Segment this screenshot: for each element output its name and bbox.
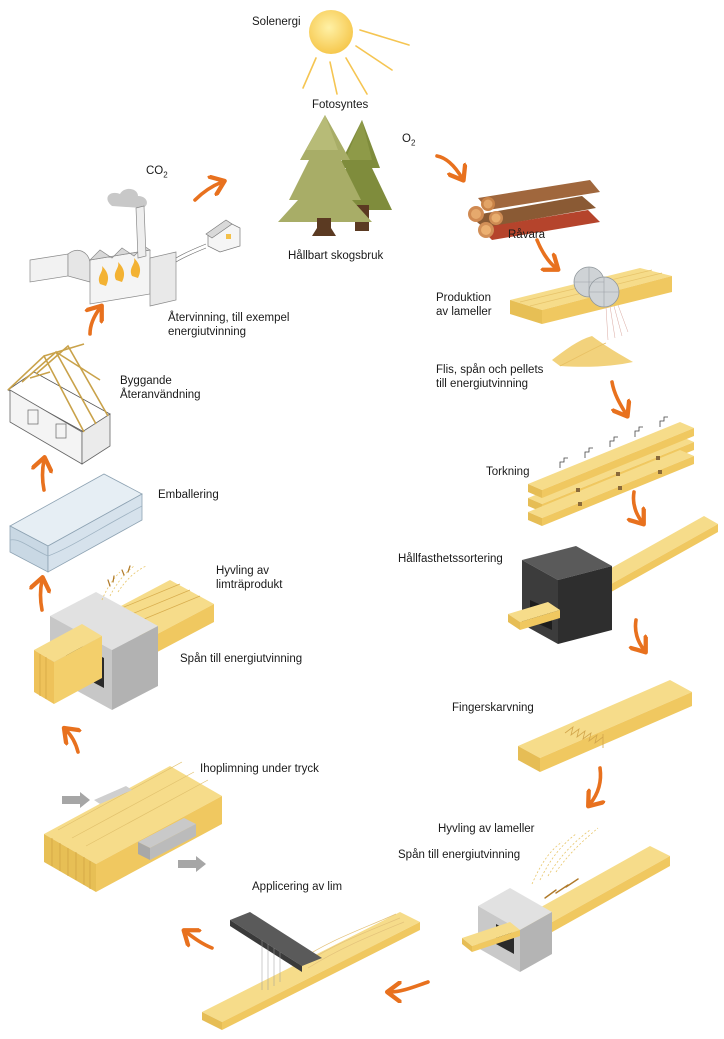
lamella-production-line-2: av lameller — [436, 306, 492, 318]
chips-line-1: Flis, spån och pellets — [436, 364, 544, 376]
arrow-press — [66, 730, 78, 754]
glue-applicator-icon — [202, 912, 420, 1030]
building-line-2: Återanvändning — [120, 389, 201, 401]
saw-icon — [510, 266, 672, 341]
power-plant-icon — [29, 188, 207, 307]
sustainable-forestry-label: Hållbart skogsbruk — [288, 250, 384, 262]
drying-label: Torkning — [486, 466, 530, 478]
arrow-chips — [610, 380, 626, 414]
building-frame-icon — [7, 343, 111, 465]
solar-energy-label: Solenergi — [252, 16, 301, 28]
glue-press-icon — [44, 761, 222, 892]
tree-icon — [278, 115, 392, 236]
glulam-planing-line-1: Hyvling av — [216, 565, 270, 577]
sun-icon — [302, 10, 410, 95]
building-line-1: Byggande — [120, 375, 172, 387]
wrapped-package-icon — [9, 473, 143, 573]
building-label: Byggande Återanvändning — [120, 374, 201, 402]
process-arrows — [41, 154, 645, 992]
arrow-drying — [633, 490, 642, 522]
arrow-planer — [390, 980, 430, 992]
recycling-line-2: energiutvinning — [168, 326, 247, 338]
o2-subscript: 2 — [410, 138, 416, 148]
raw-material-label: Råvara — [508, 229, 546, 241]
pressure-gluing-label: Ihoplimning under tryck — [200, 763, 319, 775]
glue-application-label: Applicering av lim — [252, 881, 343, 893]
arrow-finger — [590, 766, 601, 804]
planer-icon — [462, 827, 670, 972]
photosynthesis-label: Fotosyntes — [312, 99, 369, 111]
lamella-planing-label: Hyvling av lameller — [438, 823, 535, 835]
strength-grading-label: Hållfasthetssortering — [398, 553, 503, 565]
lamella-production-line-1: Produktion — [436, 292, 491, 304]
co2-text: CO — [146, 165, 164, 177]
arrow-glue — [186, 932, 214, 950]
house-icon — [205, 219, 241, 253]
arrow-packaging — [43, 460, 45, 492]
glulam-planing-label: Hyvling av limträprodukt — [216, 564, 282, 592]
shavings-energy-label-2: Spån till energiutvinning — [180, 653, 303, 665]
finger-joint-board-icon — [518, 680, 692, 772]
shavings-energy-label-1: Spån till energiutvinning — [398, 849, 521, 861]
recycling-label: Återvinning, till exempel energiutvinnin… — [168, 311, 289, 339]
arrow-glulam-planer — [41, 580, 43, 612]
finger-jointing-label: Fingerskarvning — [452, 702, 534, 714]
arrow-raw — [535, 238, 556, 268]
arrow-o2 — [435, 154, 462, 178]
o2-label: O2 — [402, 132, 415, 150]
glulam-planing-line-2: limträprodukt — [216, 579, 283, 591]
drying-stack-icon — [528, 416, 694, 526]
arrow-grading — [635, 618, 644, 650]
chips-line-2: till energiutvinning — [436, 378, 529, 390]
glulam-planer-icon — [34, 565, 214, 710]
lamella-production-label: Produktion av lameller — [436, 291, 492, 319]
chips-label: Flis, spån och pellets till energiutvinn… — [436, 363, 543, 391]
co2-subscript: 2 — [163, 170, 168, 180]
sawdust-pile-icon — [552, 336, 633, 367]
packaging-label: Emballering — [158, 489, 219, 501]
arrow-building — [90, 308, 100, 336]
o2-text: O — [402, 133, 411, 145]
grading-machine-icon — [508, 516, 718, 644]
recycling-line-1: Återvinning, till exempel — [168, 312, 290, 324]
log-pile-icon — [468, 180, 600, 240]
arrow-co2 — [193, 182, 222, 202]
co2-label: CO2 — [146, 164, 168, 182]
